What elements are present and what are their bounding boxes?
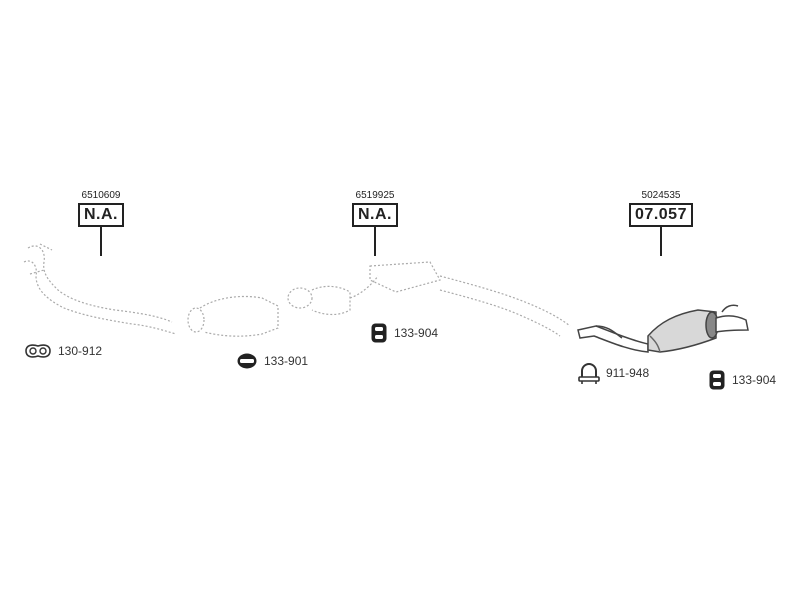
- part-code: 911-948: [606, 366, 650, 380]
- part-item-clamp[interactable]: 911-948: [578, 362, 649, 384]
- callout-code-box[interactable]: N.A.: [78, 203, 124, 227]
- callout-stem: [374, 227, 376, 256]
- rubber-hanger-icon: [371, 323, 387, 343]
- round-mount-icon: [237, 353, 257, 369]
- callout-part-number: 6510609: [81, 190, 121, 201]
- gasket-icon: [25, 344, 51, 358]
- callout-code-box[interactable]: 07.057: [629, 203, 693, 227]
- callout-code-box[interactable]: N.A.: [352, 203, 398, 227]
- callout-middle-pipe: 6519925 N.A.: [315, 190, 435, 256]
- callout-front-pipe: 6510609 N.A.: [41, 190, 161, 256]
- part-code: 130-912: [58, 344, 103, 358]
- clamp-icon: [578, 363, 600, 384]
- part-item-rubber-hanger[interactable]: 133-904: [708, 369, 776, 391]
- part-code: 133-904: [394, 326, 439, 340]
- callout-rear-silencer: 5024535 07.057: [601, 190, 721, 256]
- rear-silencer-drawing: [577, 304, 749, 353]
- part-code: 133-904: [732, 373, 777, 387]
- part-code: 133-901: [264, 354, 309, 368]
- part-item-round-mount[interactable]: 133-901: [236, 352, 308, 370]
- middle-pipe-drawing: [187, 261, 571, 337]
- callout-stem: [660, 227, 662, 256]
- callout-part-number: 5024535: [641, 190, 681, 201]
- callout-part-number: 6519925: [355, 190, 395, 201]
- rubber-hanger-icon: [709, 370, 725, 390]
- front-pipe-drawing: [23, 243, 177, 335]
- part-item-gasket[interactable]: 130-912: [24, 342, 102, 360]
- part-item-rubber-hanger[interactable]: 133-904: [370, 322, 438, 344]
- callout-stem: [100, 227, 102, 256]
